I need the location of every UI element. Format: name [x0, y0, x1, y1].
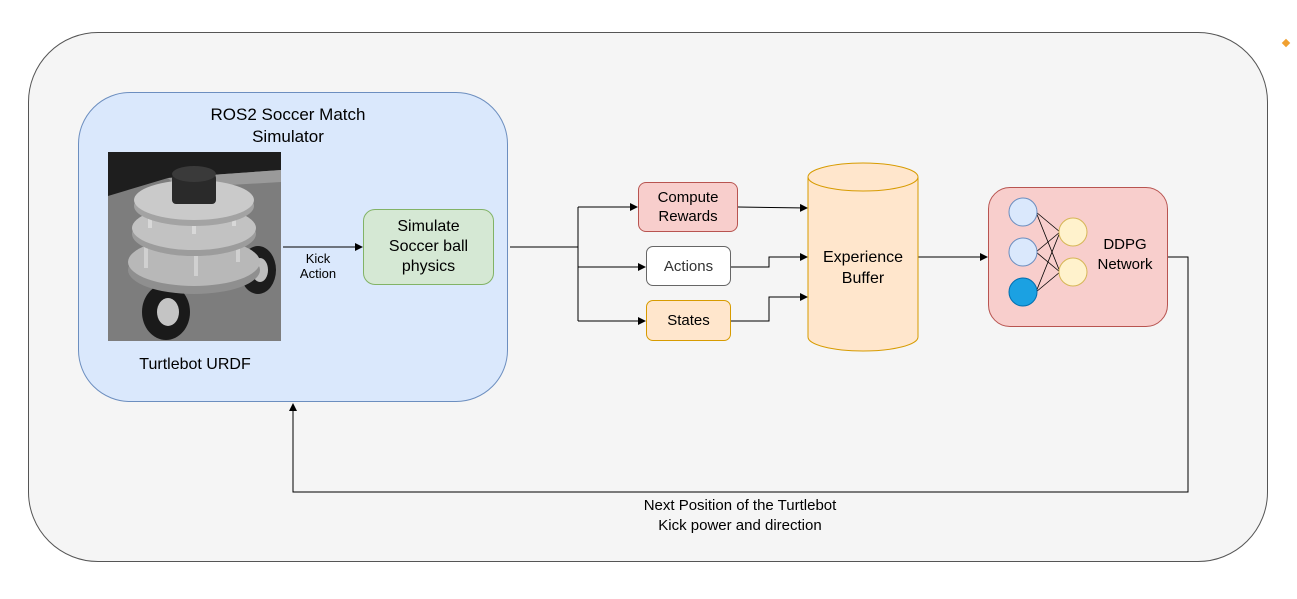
simulator-title-line1: ROS2 Soccer Match [210, 105, 366, 124]
edge-feedback [289, 256, 1189, 493]
edge-states-to-buffer [731, 293, 808, 322]
feedback-line2: Kick power and direction [658, 517, 822, 534]
simulator-title-line2: Simulator [252, 127, 324, 146]
feedback-label: Next Position of the Turtlebot Kick powe… [560, 496, 920, 536]
buffer-line2: Buffer [841, 270, 885, 287]
kick-line1: Kick [305, 251, 331, 266]
input-neuron-2 [1008, 237, 1038, 267]
physics-line1: Simulate [397, 218, 460, 235]
actions-node: Actions [646, 246, 731, 286]
buffer-line1: Experience [822, 249, 904, 266]
physics-line2: Soccer ball [388, 238, 469, 255]
neural-network-graphic [1008, 197, 1088, 307]
input-neuron-3 [1008, 277, 1038, 307]
edge-actions-to-buffer [731, 253, 808, 268]
output-neuron-2 [1058, 257, 1088, 287]
input-neuron-1 [1008, 197, 1038, 227]
simulator-title: ROS2 Soccer Match Simulator [78, 104, 498, 148]
feedback-line1: Next Position of the Turtlebot [643, 497, 837, 514]
rewards-line1: Compute [657, 189, 719, 206]
kick-action-label: Kick Action [296, 251, 340, 281]
states-node: States [646, 300, 731, 341]
rewards-line2: Rewards [658, 208, 718, 225]
robot-caption: Turtlebot URDF [139, 356, 251, 373]
experience-buffer-label: Experience Buffer [808, 247, 918, 289]
compute-rewards-node: Compute Rewards [638, 182, 738, 232]
ddpg-label: DDPG Network [1092, 235, 1158, 275]
turtlebot-image [108, 152, 281, 341]
experience-buffer-cylinder [807, 162, 919, 352]
ddpg-line2: Network [1097, 256, 1153, 273]
ddpg-line1: DDPG [1103, 236, 1147, 253]
output-neuron-1 [1058, 217, 1088, 247]
kick-line2: Action [299, 266, 337, 281]
physics-line3: physics [401, 258, 456, 275]
edge-rewards-to-buffer [737, 203, 808, 212]
turtlebot-render [108, 152, 281, 341]
physics-node: Simulate Soccer ball physics [363, 209, 494, 285]
